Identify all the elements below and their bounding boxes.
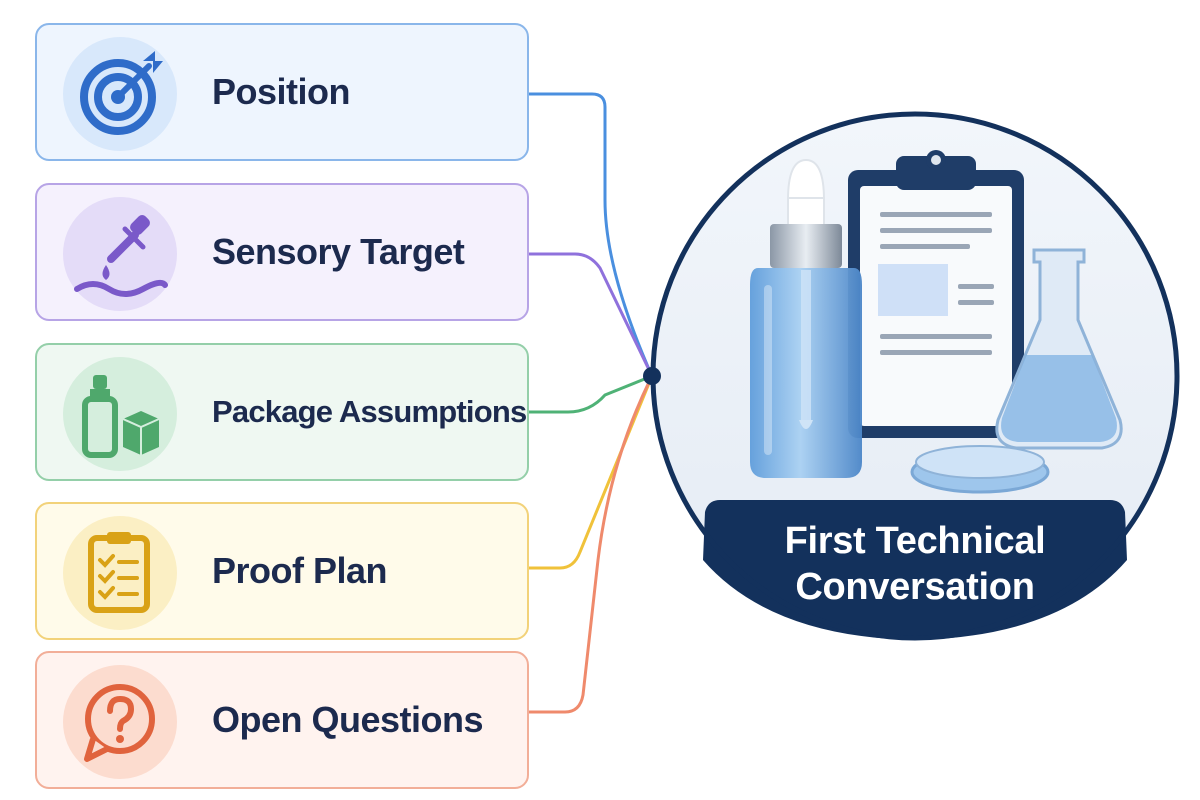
item-card-position: Position: [35, 23, 529, 161]
item-card-open-questions: Open Questions: [35, 651, 529, 789]
hub-banner-shape: [703, 500, 1127, 640]
dropper-bottle-icon: [750, 158, 862, 478]
item-label: Sensory Target: [212, 231, 465, 272]
flask-icon: [995, 248, 1123, 450]
item-card-sensory-target: Sensory Target: [35, 183, 529, 321]
connector-open: [529, 375, 654, 714]
target-icon: [63, 37, 177, 151]
clipboard-icon: [848, 150, 1024, 438]
hub-connector-node: [643, 367, 661, 385]
dropper-icon: [63, 197, 177, 311]
item-label: Package Assumptions: [212, 394, 527, 429]
checklist-icon: [63, 516, 177, 630]
package-icon: [63, 357, 177, 471]
item-label: Position: [212, 71, 351, 112]
connector-position: [529, 92, 654, 377]
item-label: Proof Plan: [212, 550, 388, 591]
item-label: Open Questions: [212, 699, 484, 740]
connector-proof: [529, 375, 654, 570]
petri-dish-icon: [910, 445, 1050, 494]
connector-package: [529, 374, 653, 414]
question-bubble-icon: [63, 665, 177, 779]
item-card-package-assumptions: Package Assumptions: [35, 343, 529, 481]
item-card-proof-plan: Proof Plan: [35, 502, 529, 640]
hub-circle: [650, 111, 1180, 641]
connector-sensory: [529, 252, 654, 377]
